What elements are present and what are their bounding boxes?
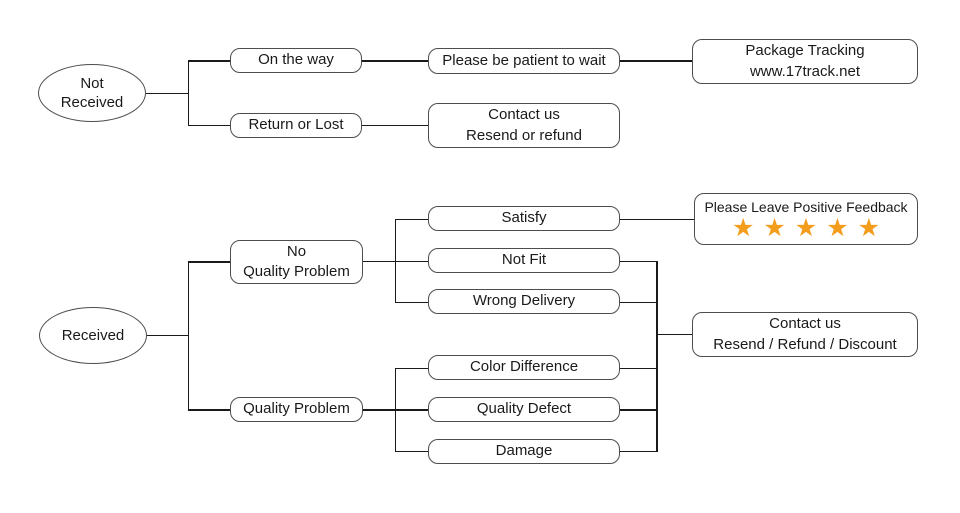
node-contact-resend-refund-discount: Contact us Resend / Refund / Discount [692,312,918,357]
connector-line [620,60,692,62]
connector-line [394,367,429,370]
node-wrong-delivery: Wrong Delivery [428,289,620,314]
connector-line [394,218,429,221]
connector-line [187,409,231,411]
connector-line [656,333,692,336]
node-color-difference: Color Difference [428,355,620,380]
node-quality-defect: Quality Defect [428,397,620,422]
connector-line [362,124,428,127]
node-damage: Damage [428,438,620,464]
node-contact-resend-refund: Contact us Resend or refund [428,103,620,148]
connector-line [394,301,429,304]
node-received: Received [39,307,147,364]
node-positive-feedback: Please Leave Positive Feedback ★★★★★ [694,193,918,245]
connector-line [656,260,658,452]
connector-line [620,450,657,453]
connector-line [146,92,188,95]
connector-line [620,218,694,221]
connector-line [394,450,429,453]
node-package-tracking: Package Tracking www.17track.net [692,39,918,84]
connector-line [362,60,428,62]
node-please-be-patient: Please be patient to wait [428,48,620,74]
node-satisfy: Satisfy [428,206,620,231]
connector-line [187,60,190,126]
node-no-quality-problem: No Quality Problem [230,240,363,284]
node-return-or-lost: Return or Lost [230,112,362,138]
five-star-rating-icon: ★★★★★ [731,213,890,243]
connector-line [394,367,397,452]
connector-line [620,260,657,263]
connector-line [187,261,231,263]
connector-line [187,124,231,127]
connector-line [620,301,657,304]
node-not-received: Not Received [38,64,146,122]
connector-line [187,261,190,410]
feedback-title: Please Leave Positive Feedback [704,198,908,215]
connector-line [394,218,397,303]
connector-line [620,367,657,370]
node-on-the-way: On the way [230,48,362,73]
connector-line [187,60,231,62]
connector-line [620,409,657,411]
node-quality-problem: Quality Problem [230,397,363,422]
connector-line [147,334,188,337]
node-not-fit: Not Fit [428,248,620,273]
